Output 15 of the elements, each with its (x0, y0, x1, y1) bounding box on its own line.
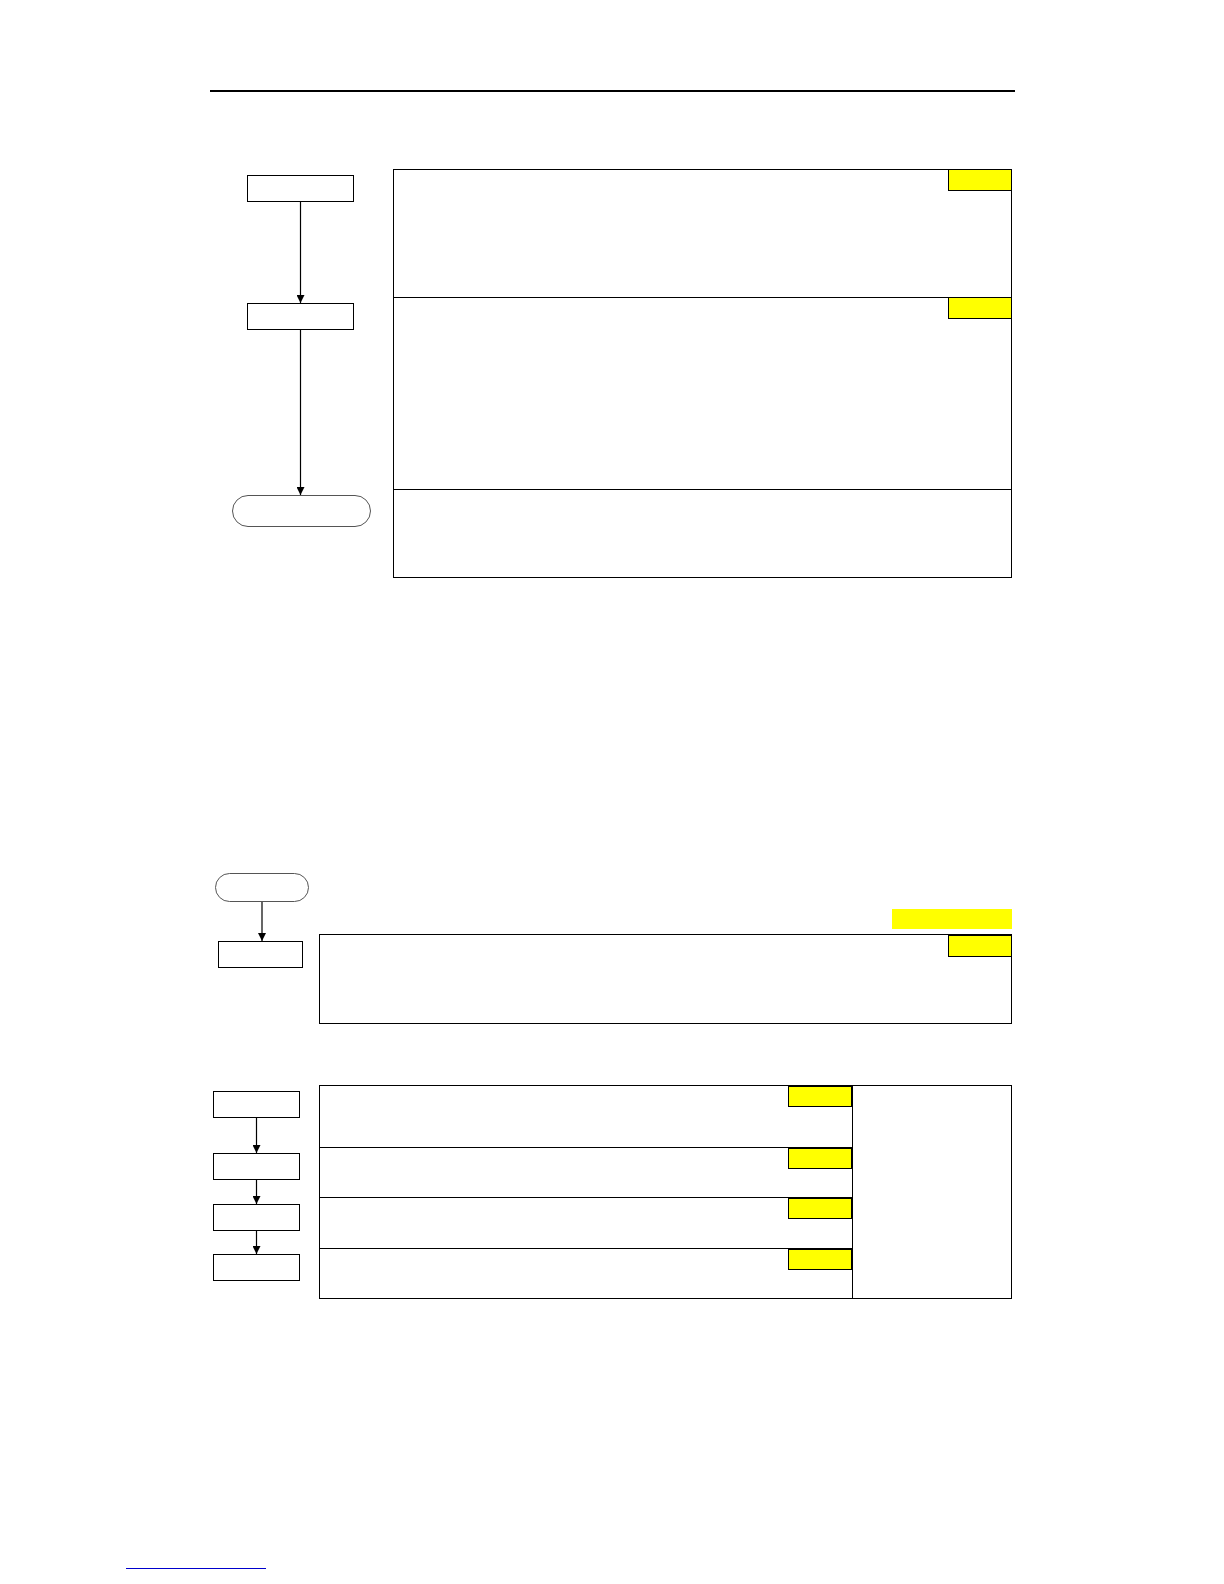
process-box (218, 941, 303, 968)
process-box (247, 303, 354, 330)
process-box (213, 1091, 300, 1118)
terminal-box (215, 873, 309, 902)
process-box (247, 175, 354, 202)
process-box (213, 1204, 300, 1231)
process-box (213, 1153, 300, 1180)
arrow (258, 901, 266, 942)
arrow (252, 1117, 261, 1154)
process-box (213, 1254, 300, 1281)
terminal-box (232, 495, 371, 527)
arrow (296, 201, 305, 304)
arrow (252, 1230, 261, 1255)
arrow (252, 1179, 261, 1205)
arrow (296, 329, 305, 496)
